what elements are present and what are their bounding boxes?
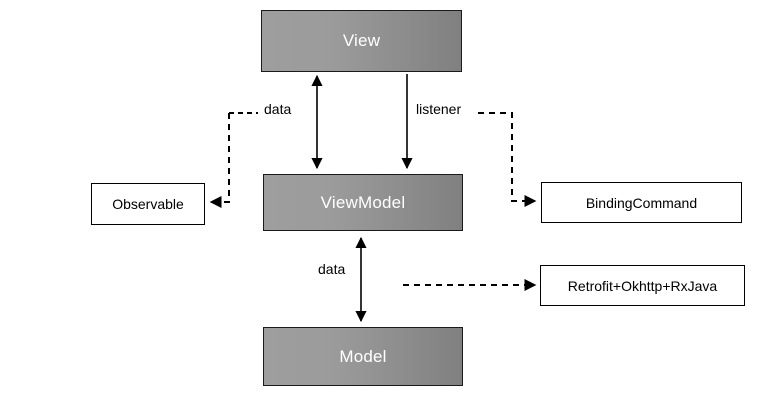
node-viewmodel-label: ViewModel [320, 192, 406, 212]
node-observable[interactable]: Observable [91, 183, 205, 225]
node-view-label: View [342, 31, 381, 50]
edge-label-data-top: data [264, 101, 292, 117]
node-observable-label: Observable [112, 196, 184, 212]
node-viewmodel[interactable]: ViewModel [263, 174, 463, 231]
node-network-stack-label: Retrofit+Okhttp+RxJava [567, 277, 718, 294]
edge-label-listener: listener [416, 101, 462, 117]
node-view[interactable]: View [261, 10, 462, 72]
node-model-label: Model [339, 346, 387, 366]
node-bindingcommand-label: BindingCommand [585, 194, 698, 211]
node-model[interactable]: Model [263, 327, 463, 386]
node-bindingcommand[interactable]: BindingCommand [541, 182, 742, 223]
edge-label-data-bottom: data [318, 261, 346, 277]
edge-viewmodel-to-observable [209, 113, 230, 208]
edge-viewmodel-to-bindingcommand [478, 112, 537, 207]
node-network-stack[interactable]: Retrofit+Okhttp+RxJava [540, 265, 745, 306]
